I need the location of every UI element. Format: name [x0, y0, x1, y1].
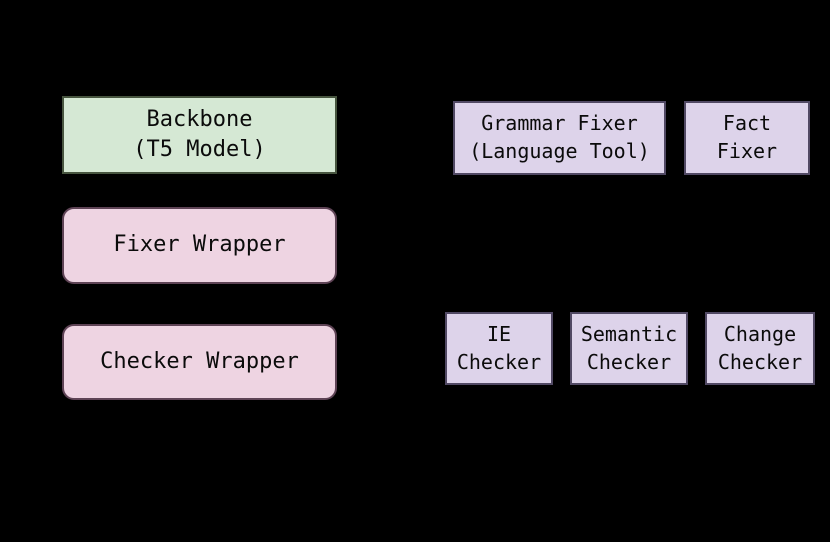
node-ie-checker-label-line2: Checker	[456, 349, 542, 374]
node-backbone-label-line1: Backbone	[146, 106, 253, 132]
node-semantic-checker-label-line1: Semantic	[580, 321, 678, 346]
node-change-checker-label-line2: Checker	[717, 349, 803, 374]
node-backbone: Backbone (T5 Model)	[62, 96, 337, 174]
node-semantic-checker: Semantic Checker	[570, 312, 688, 385]
node-fixer-wrapper-label: Fixer Wrapper	[113, 232, 286, 258]
node-checker-wrapper: Checker Wrapper	[62, 324, 337, 400]
node-fact-fixer-label-line2: Fixer	[716, 139, 778, 163]
node-ie-checker: IE Checker	[445, 312, 553, 385]
node-fixer-wrapper: Fixer Wrapper	[62, 207, 337, 284]
node-change-checker: Change Checker	[705, 312, 815, 385]
node-ie-checker-label-line1: IE	[486, 321, 512, 346]
node-fact-fixer: Fact Fixer	[684, 101, 810, 175]
node-checker-wrapper-label: Checker Wrapper	[100, 348, 299, 374]
node-change-checker-label-line1: Change	[723, 321, 797, 346]
node-semantic-checker-label-line2: Checker	[586, 349, 672, 374]
node-grammar-fixer: Grammar Fixer (Language Tool)	[453, 101, 666, 175]
node-grammar-fixer-label-line1: Grammar Fixer	[481, 111, 638, 136]
node-grammar-fixer-label-line2: (Language Tool)	[469, 139, 650, 163]
node-backbone-label-line2: (T5 Model)	[133, 137, 266, 162]
node-fact-fixer-label-line1: Fact	[722, 111, 772, 136]
